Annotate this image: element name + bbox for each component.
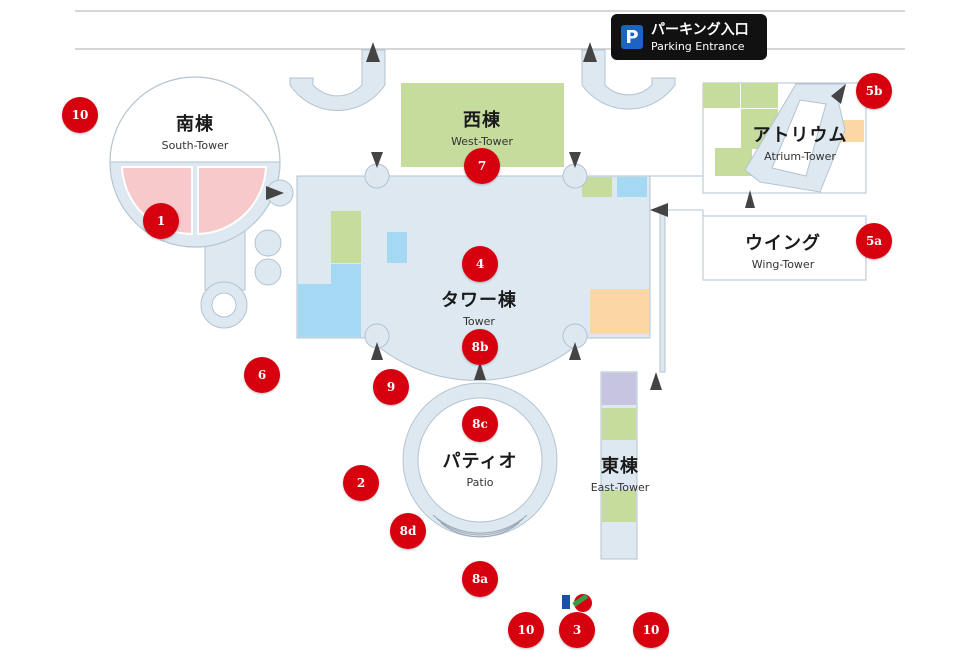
tower-shop-blue-large bbox=[298, 284, 361, 337]
entrance-arrow bbox=[569, 152, 581, 168]
south-pod bbox=[254, 229, 282, 257]
atrium-tower-name-en: Atrium-Tower bbox=[764, 150, 836, 163]
east-tower-name-jp: 東棟 bbox=[601, 456, 639, 477]
parking-entrance-sign[interactable]: P パーキング入口 Parking Entrance bbox=[611, 14, 767, 60]
tower-name-jp: タワー棟 bbox=[441, 290, 517, 311]
entrance-arrow bbox=[266, 186, 284, 200]
atrium-shop bbox=[703, 83, 740, 108]
patio-name-en: Patio bbox=[466, 476, 494, 489]
east-tower-name-en: East-Tower bbox=[590, 481, 650, 494]
atrium-shop bbox=[741, 83, 778, 108]
ramp-right bbox=[581, 49, 676, 110]
east-shop-lavender bbox=[602, 373, 636, 405]
patio-center bbox=[417, 397, 543, 523]
wing-tower-name-en: Wing-Tower bbox=[751, 258, 815, 271]
marker-5a[interactable]: 5a bbox=[856, 223, 892, 259]
entrance-arrow bbox=[366, 42, 380, 62]
marker-8a[interactable]: 8a bbox=[462, 561, 498, 597]
building-label-south[interactable]: 南棟 South-Tower bbox=[150, 110, 240, 152]
building-label-east[interactable]: 東棟 East-Tower bbox=[578, 452, 662, 494]
marker-10-northwest[interactable]: 10 bbox=[62, 97, 98, 133]
ramp-left bbox=[289, 49, 386, 111]
entrance-arrow bbox=[650, 372, 662, 390]
wing-tower bbox=[702, 215, 867, 281]
south-tower-name-jp: 南棟 bbox=[176, 114, 214, 135]
marker-7[interactable]: 7 bbox=[464, 148, 500, 184]
marker-5b[interactable]: 5b bbox=[856, 73, 892, 109]
tower-shop-orange bbox=[590, 289, 649, 334]
east-shop-green bbox=[602, 408, 636, 440]
entrance-arrow bbox=[569, 342, 581, 360]
entrance-arrow bbox=[371, 152, 383, 168]
tower-shop-green bbox=[331, 211, 361, 263]
building-label-patio[interactable]: パティオ Patio bbox=[430, 447, 530, 489]
patio-steps bbox=[432, 514, 528, 534]
south-tower-name-en: South-Tower bbox=[161, 139, 229, 152]
patio-name-jp: パティオ bbox=[442, 451, 518, 472]
west-tower-name-en: West-Tower bbox=[451, 135, 513, 148]
tower-name-en: Tower bbox=[463, 315, 495, 328]
parking-label-jp: パーキング入口 bbox=[651, 22, 749, 38]
building-label-west[interactable]: 西棟 West-Tower bbox=[432, 106, 532, 148]
entrance-arrow bbox=[745, 190, 755, 208]
entrance-arrow bbox=[650, 203, 668, 217]
entrance-arrow bbox=[583, 42, 597, 62]
east-shop-green bbox=[602, 490, 636, 522]
atrium-tower-name-jp: アトリウム bbox=[752, 125, 848, 146]
marker-10-south-right[interactable]: 10 bbox=[633, 612, 669, 648]
parking-icon: P bbox=[621, 25, 643, 49]
tower-shop-blue-top bbox=[617, 177, 647, 197]
west-tower-name-jp: 西棟 bbox=[463, 110, 501, 131]
tower-shop-green-small bbox=[582, 177, 612, 197]
landmark-logo-icon bbox=[562, 593, 592, 612]
wing-tower-name-jp: ウイング bbox=[745, 233, 821, 254]
entrance-arrow bbox=[831, 84, 846, 104]
building-label-wing[interactable]: ウイング Wing-Tower bbox=[733, 229, 833, 271]
entrance-arrow bbox=[474, 362, 486, 380]
building-label-tower[interactable]: タワー棟 Tower bbox=[429, 286, 529, 328]
marker-6[interactable]: 6 bbox=[244, 357, 280, 393]
south-lobe-hole bbox=[211, 292, 237, 318]
marker-8d[interactable]: 8d bbox=[390, 513, 426, 549]
marker-10-south-left[interactable]: 10 bbox=[508, 612, 544, 648]
parking-label-en: Parking Entrance bbox=[651, 40, 745, 53]
atrium-shop bbox=[715, 148, 752, 176]
building-label-atrium[interactable]: アトリウム Atrium-Tower bbox=[745, 121, 855, 163]
marker-4[interactable]: 4 bbox=[462, 246, 498, 282]
marker-8c[interactable]: 8c bbox=[462, 406, 498, 442]
patio-steps bbox=[440, 522, 520, 538]
south-pod bbox=[254, 258, 282, 286]
south-shop-right bbox=[197, 166, 268, 236]
marker-1[interactable]: 1 bbox=[143, 203, 179, 239]
entrance-arrow bbox=[371, 342, 383, 360]
marker-3[interactable]: 3 bbox=[559, 612, 595, 648]
patio-steps bbox=[436, 518, 524, 536]
marker-8b[interactable]: 8b bbox=[462, 329, 498, 365]
marker-9[interactable]: 9 bbox=[373, 369, 409, 405]
tower-shop-blue-small bbox=[387, 232, 407, 263]
marker-2[interactable]: 2 bbox=[343, 465, 379, 501]
tower-shop-blue bbox=[331, 264, 361, 284]
atrium-hall-core bbox=[771, 99, 827, 177]
